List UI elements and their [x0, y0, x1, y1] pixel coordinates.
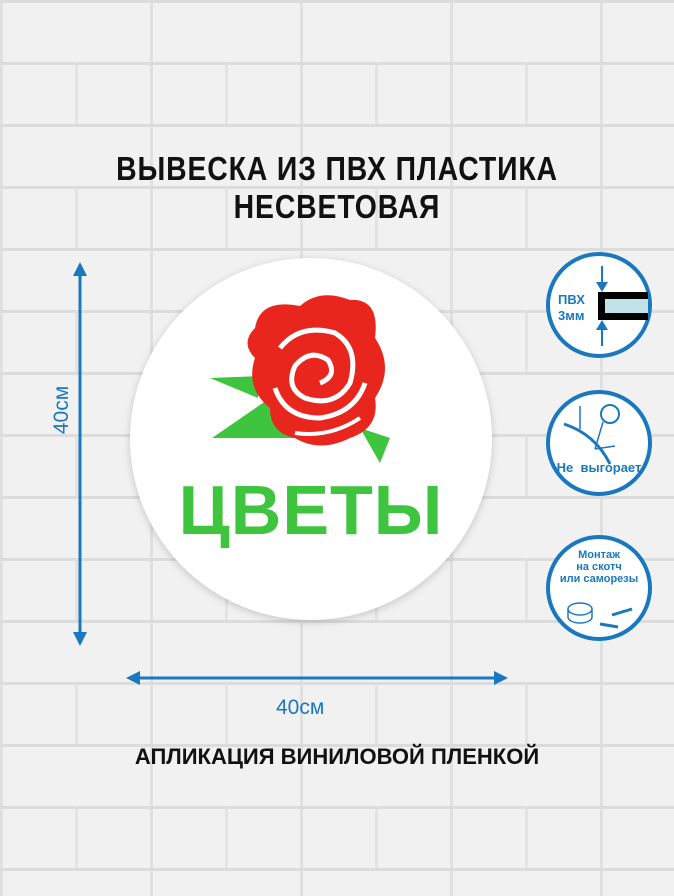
badge-pvc-thickness: ПВХ 3мм [546, 252, 652, 358]
badge-text: 3мм [558, 308, 585, 323]
tape-screws-icon [567, 602, 633, 629]
sign: ЦВЕТЫ [130, 258, 492, 620]
badge-text: или саморезы [559, 573, 639, 585]
badge-text: Не выгорает [556, 460, 642, 475]
bottom-caption: АПЛИКАЦИЯ ВИНИЛОВОЙ ПЛЕНКОЙ [134, 744, 540, 769]
badge-text: на скотч [576, 561, 622, 573]
height-arrow [73, 262, 87, 646]
sun-icon [563, 404, 620, 465]
page-title: ВЫВЕСКА ИЗ ПВХ ПЛАСТИКА НЕСВЕТОВАЯ [116, 150, 558, 225]
sign-text: ЦВЕТЫ [178, 471, 444, 549]
badge-text: Монтаж [578, 549, 620, 561]
thickness-icon [596, 266, 648, 346]
height-label: 40см [50, 385, 74, 435]
badge-mounting: Монтаж на скотч или саморезы [546, 535, 652, 641]
width-label: 40см [276, 696, 325, 719]
width-arrow [126, 671, 508, 685]
rose-icon [210, 295, 390, 463]
badge-text: ПВХ [558, 292, 585, 307]
badge-no-fade: Не выгорает [546, 390, 652, 496]
